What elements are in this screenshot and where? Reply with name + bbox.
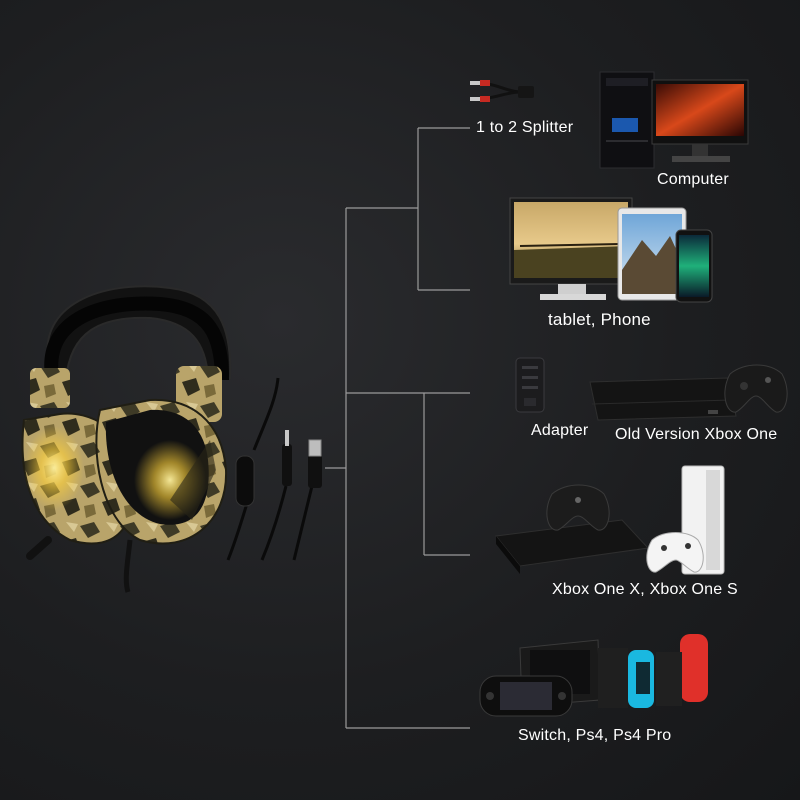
computer-icon	[599, 71, 655, 169]
gamepad-black-icon	[546, 484, 610, 531]
gamepad-icon	[724, 364, 788, 413]
usb-plug-icon	[308, 454, 322, 488]
tablet-second-icon	[617, 207, 687, 301]
inline-control-icon	[235, 455, 255, 507]
xbox-one-x-console-icon	[495, 519, 650, 574]
psp-icon	[479, 675, 573, 717]
adapter-icon	[515, 357, 545, 413]
switch-label: Switch, Ps4, Ps4 Pro	[518, 727, 672, 744]
audio-jack-icon	[282, 444, 292, 486]
tablet-label: tablet	[548, 310, 591, 329]
splitter-label: 1 to 2 Splitter	[476, 119, 574, 136]
xbox-old-label: Old Version Xbox One	[615, 426, 778, 443]
phone-icon	[675, 229, 713, 303]
headset-icon	[21, 285, 232, 593]
tablet-phone-label: tablet, Phone	[548, 310, 651, 330]
xbox-new-label: Xbox One X, Xbox One S	[552, 581, 738, 598]
connector-lines	[325, 127, 470, 729]
tablet-icon	[509, 197, 633, 300]
gamepad-white-icon	[646, 532, 704, 573]
adapter-label: Adapter	[531, 422, 589, 439]
monitor-icon	[651, 79, 749, 162]
splitter-icon	[470, 80, 534, 102]
phone-label: , Phone	[590, 310, 651, 329]
computer-label: Computer	[657, 171, 729, 188]
xbox-console-icon	[589, 377, 737, 421]
